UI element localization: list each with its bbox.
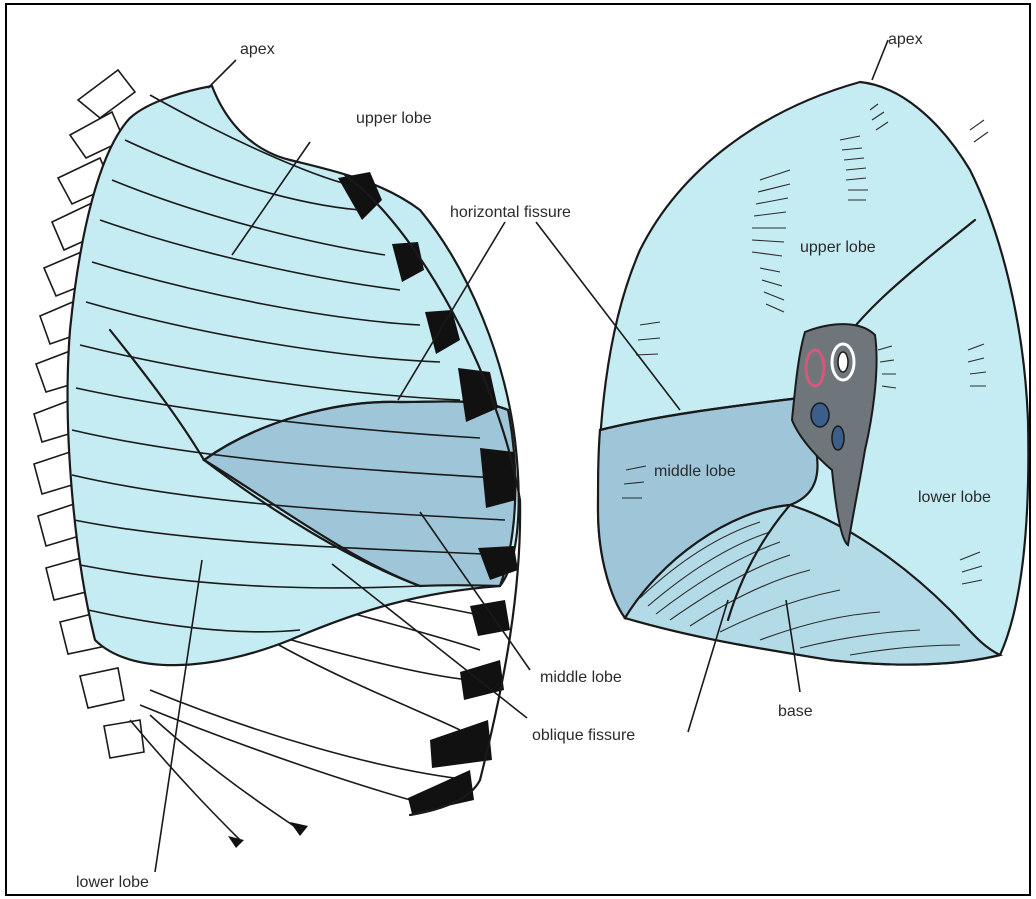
label-base: base xyxy=(778,703,813,720)
label-left-lower-lobe: lower lobe xyxy=(76,874,149,891)
label-left-upper-lobe: upper lobe xyxy=(356,110,432,127)
label-left-middle-lobe: middle lobe xyxy=(540,669,622,686)
label-right-apex: apex xyxy=(888,31,923,48)
label-oblique-fissure: oblique fissure xyxy=(532,727,635,744)
label-right-lower-lobe: lower lobe xyxy=(918,489,991,506)
label-right-middle-lobe: middle lobe xyxy=(654,463,736,480)
label-left-apex: apex xyxy=(240,41,275,58)
label-right-upper-lobe: upper lobe xyxy=(800,239,876,256)
label-horizontal-fissure: horizontal fissure xyxy=(450,204,571,221)
